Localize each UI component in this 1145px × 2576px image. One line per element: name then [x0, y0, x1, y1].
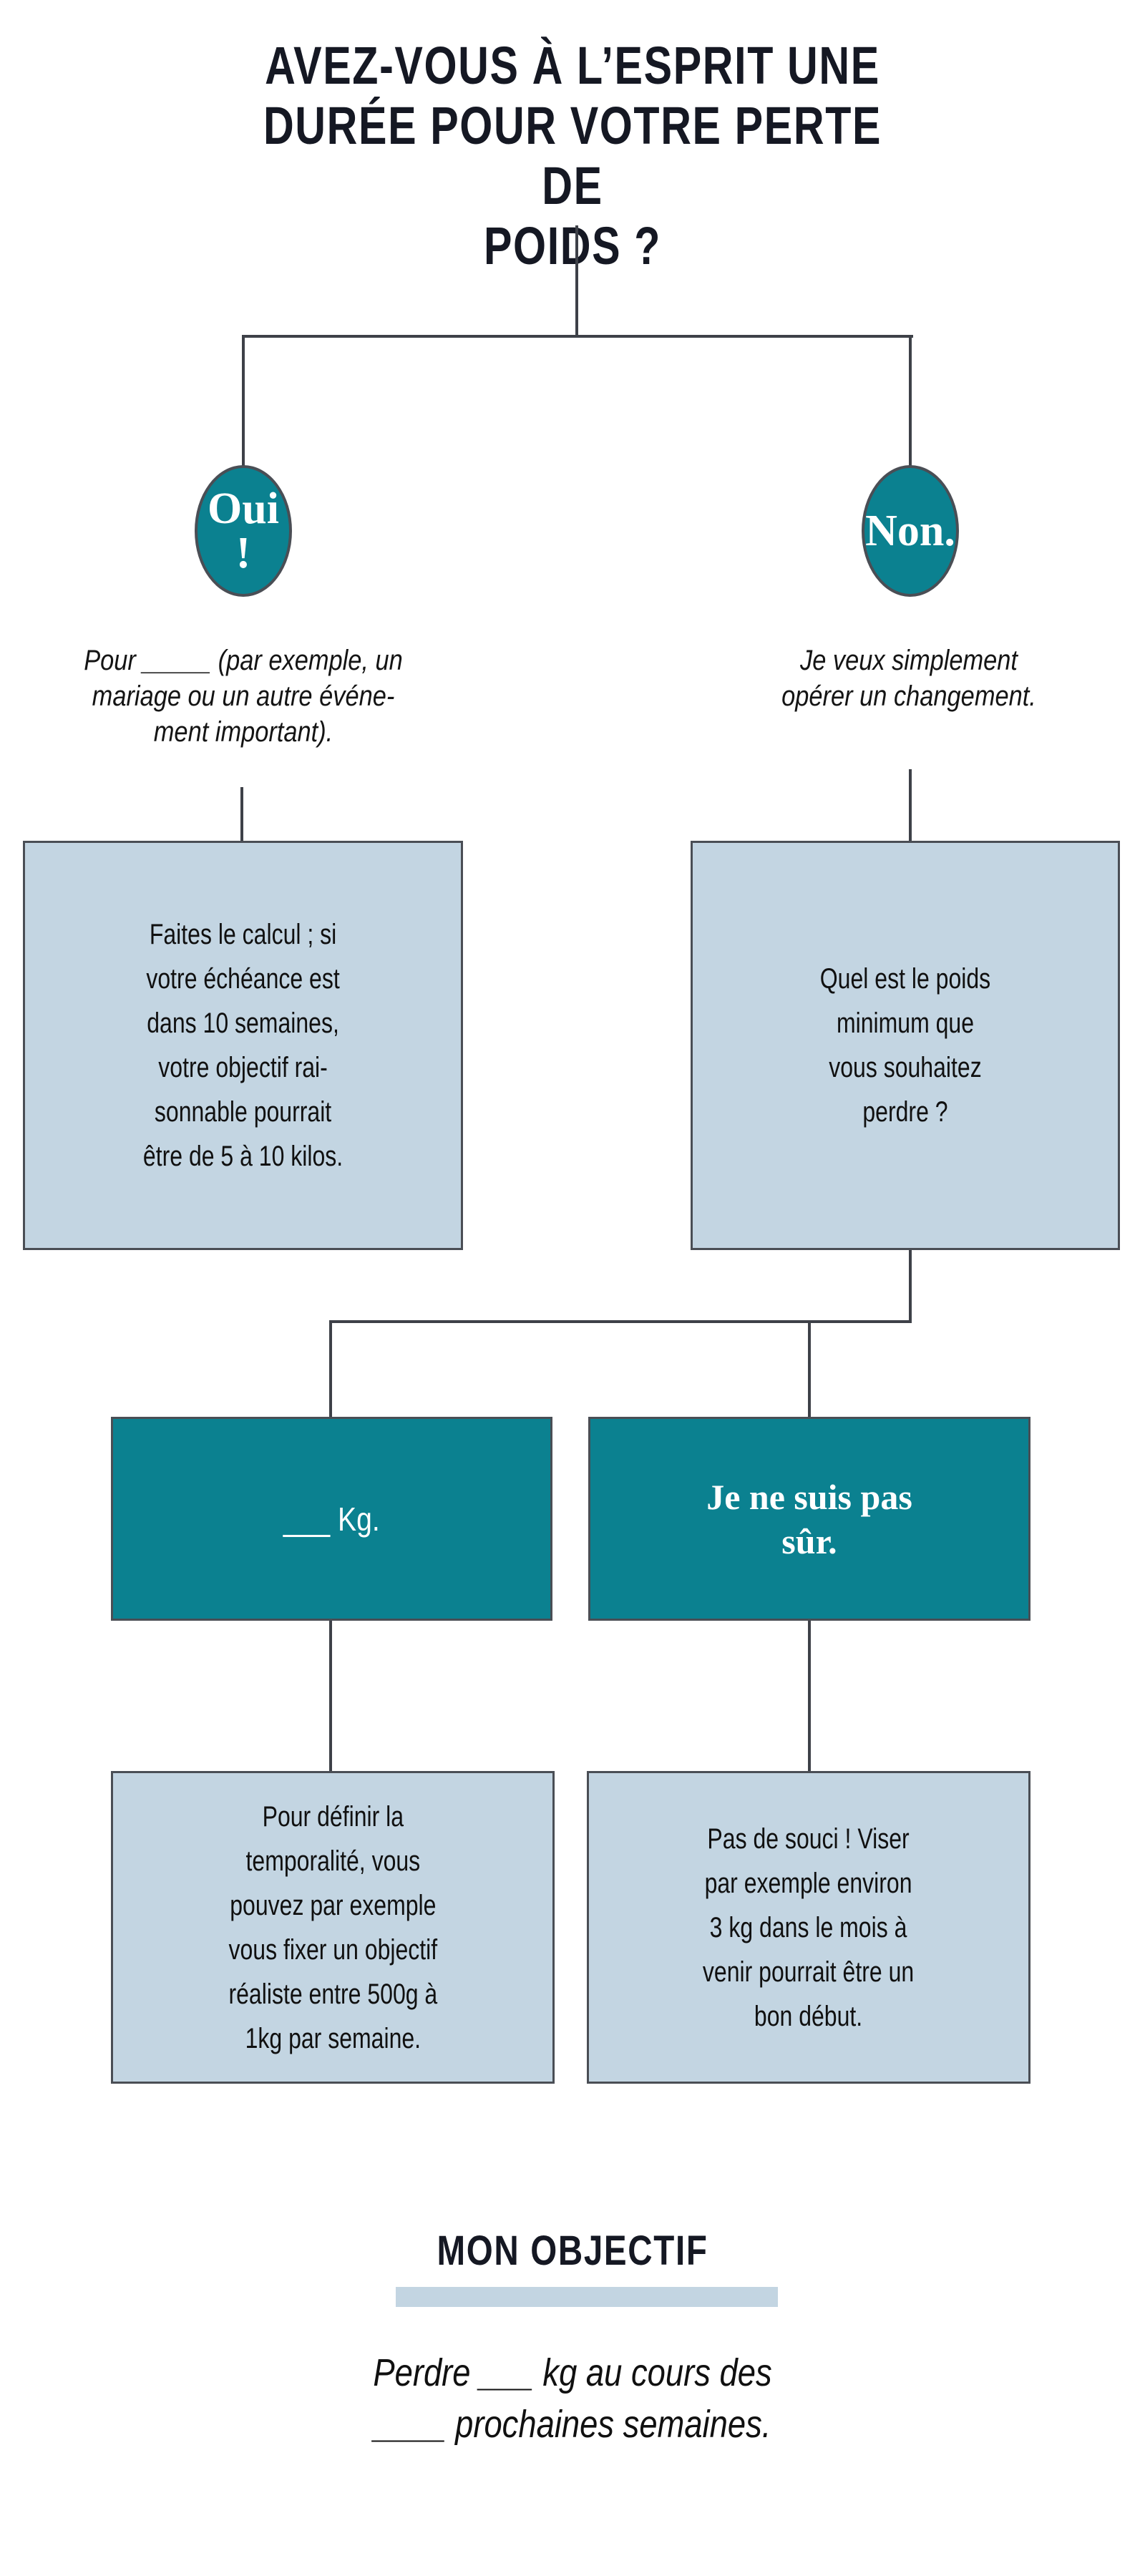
connector-split-bar	[243, 335, 913, 338]
page-title: AVEZ-VOUS À L’ESPRIT UNE DURÉE POUR VOTR…	[263, 36, 882, 275]
box-pas-de-souci-text: Pas de souci ! Viser par exemple environ…	[703, 1823, 915, 2032]
connector-kg-to-box	[329, 1621, 332, 1772]
connector-second-split-bar	[331, 1320, 912, 1323]
box-faites-le-calcul: Faites le calcul ; si votre échéance est…	[23, 841, 463, 1250]
node-oui-label: Oui !	[208, 484, 279, 577]
connector-unsure-to-box	[808, 1621, 811, 1772]
objective-heading: MON OBJECTIF	[437, 2228, 708, 2274]
connector-oui-to-box	[240, 787, 243, 843]
objective-underline-bar	[396, 2287, 778, 2307]
goal-statement-wrap: Perdre ___ kg au cours des ____ prochain…	[0, 2347, 1145, 2450]
node-unsure-label: Je ne suis pas sûr.	[706, 1476, 912, 1561]
box-definir-temporalite-text: Pour définir la temporalité, vous pouvez…	[228, 1800, 437, 2054]
connector-title-stem	[575, 225, 578, 336]
connector-quelpoids-down	[909, 1250, 912, 1322]
caption-oui: Pour _____ (par exemple, un mariage ou u…	[84, 645, 403, 748]
node-oui[interactable]: Oui !	[195, 465, 292, 597]
connector-to-unsure	[808, 1320, 811, 1419]
box-quel-poids-minimum: Quel est le poids minimum que vous souha…	[691, 841, 1120, 1250]
node-unsure[interactable]: Je ne suis pas sûr.	[588, 1417, 1030, 1621]
node-non-label: Non.	[865, 507, 955, 555]
connector-to-non	[909, 335, 912, 468]
connector-to-kg	[329, 1320, 332, 1419]
connector-non-to-box	[909, 769, 912, 843]
caption-non: Je veux simplement opérer un changement.	[781, 645, 1036, 712]
objective-heading-wrap: MON OBJECTIF	[0, 2229, 1145, 2273]
box-faites-le-calcul-text: Faites le calcul ; si votre échéance est…	[142, 919, 344, 1172]
box-pas-de-souci: Pas de souci ! Viser par exemple environ…	[587, 1771, 1030, 2084]
connector-to-oui	[242, 335, 245, 468]
node-non[interactable]: Non.	[862, 465, 959, 597]
goal-statement: Perdre ___ kg au cours des ____ prochain…	[373, 2351, 772, 2446]
box-definir-temporalite: Pour définir la temporalité, vous pouvez…	[111, 1771, 555, 2084]
node-kg-label: ___ Kg.	[283, 1500, 380, 1538]
box-quel-poids-minimum-text: Quel est le poids minimum que vous souha…	[819, 963, 991, 1128]
node-kg[interactable]: ___ Kg.	[111, 1417, 552, 1621]
